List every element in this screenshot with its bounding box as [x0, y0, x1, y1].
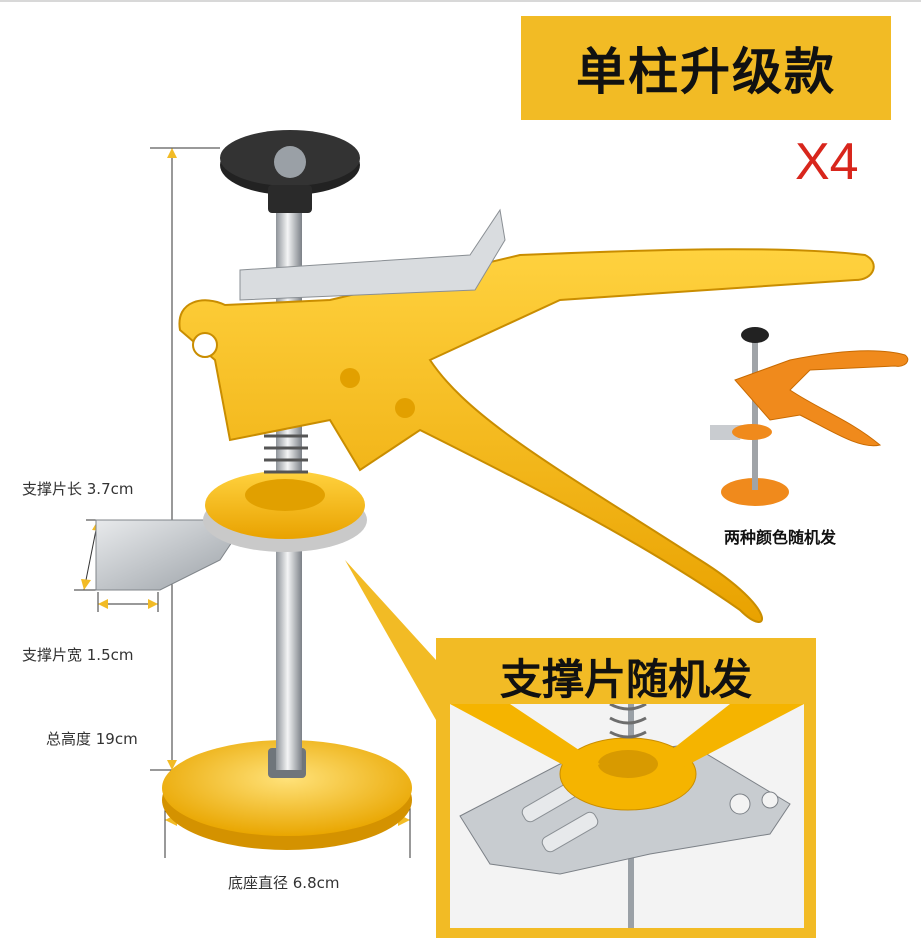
inset-title: 支撑片随机发: [499, 655, 752, 704]
plate-length-label: 支撑片长 3.7cm: [22, 480, 134, 498]
product-title: 单柱升级款: [576, 43, 836, 101]
plate-width-label: 支撑片宽 1.5cm: [22, 646, 134, 664]
base-diameter-label: 底座直径 6.8cm: [228, 874, 340, 892]
total-height-label: 总高度 19cm: [46, 730, 138, 748]
support-plate-closeup: [450, 704, 804, 928]
alt-color-caption: 两种颜色随机发: [724, 528, 837, 547]
top-divider: [0, 0, 921, 2]
closeup-illustration: [450, 704, 804, 928]
quantity-label: X4: [795, 133, 859, 191]
title-banner: 单柱升级款: [521, 16, 891, 120]
